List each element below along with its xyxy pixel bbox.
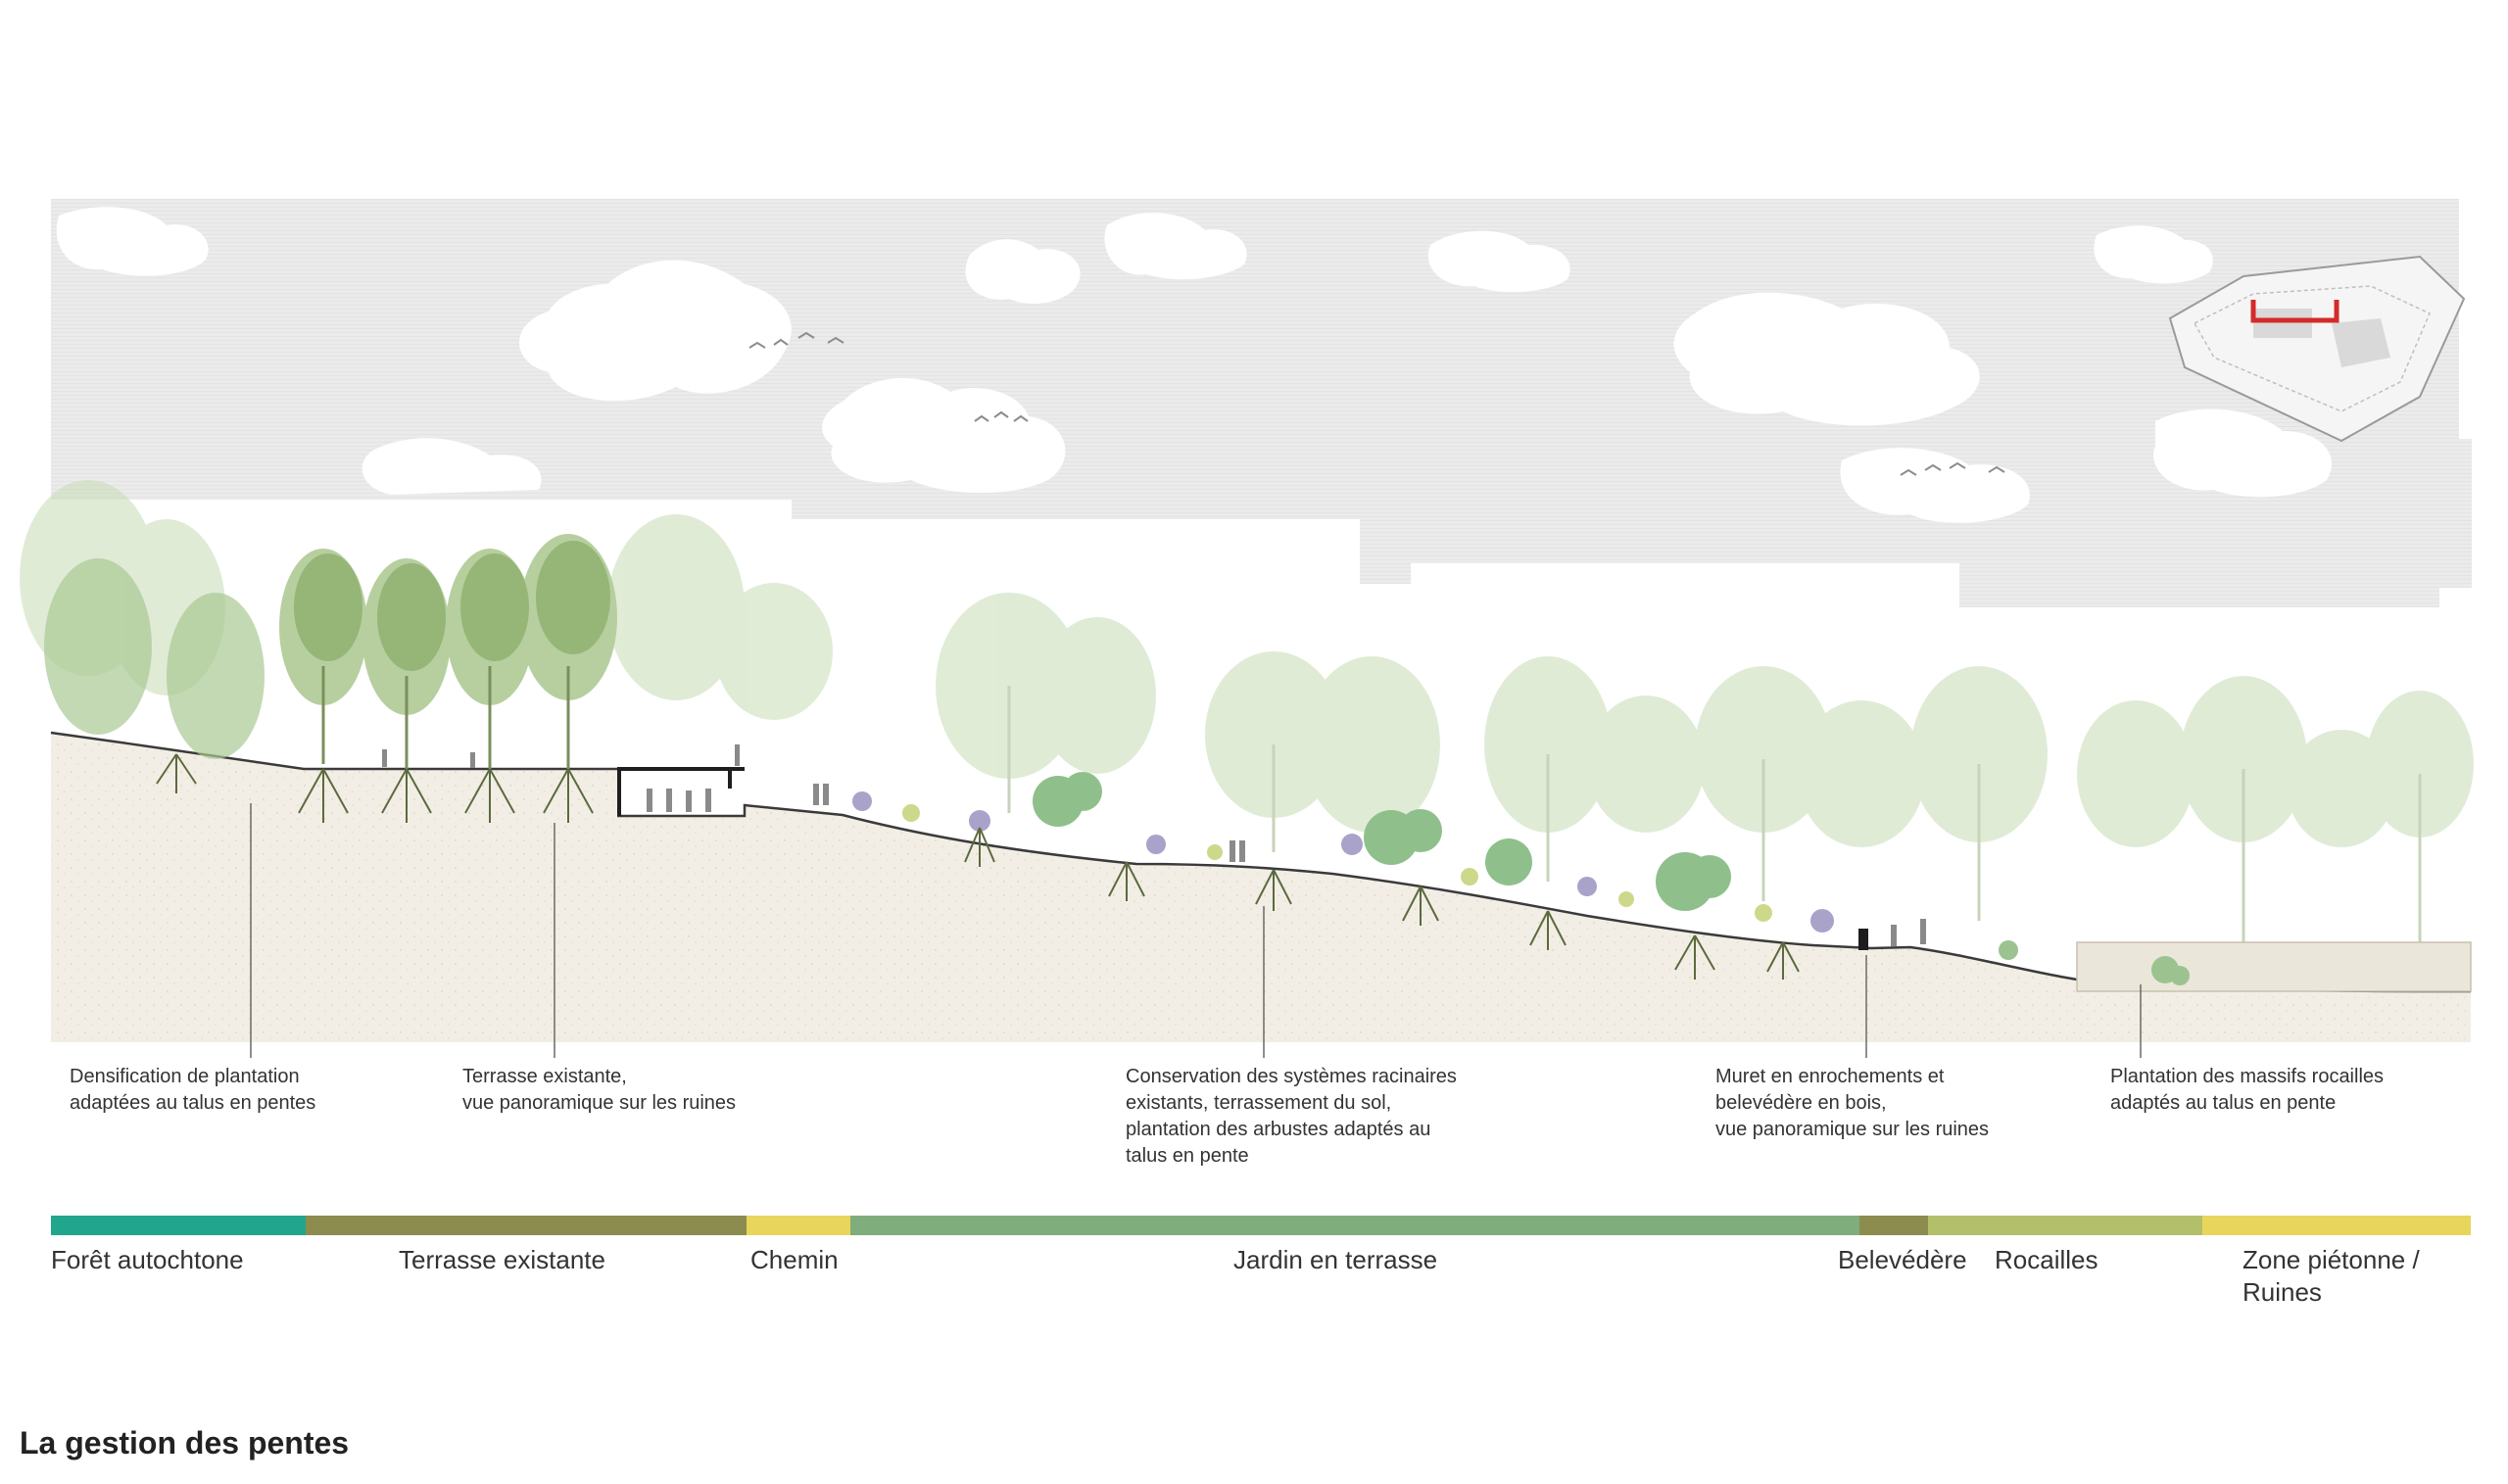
zone-bar-belvedere	[1859, 1216, 1928, 1235]
terrace-pergola	[617, 767, 745, 816]
zone-label-rocailles: Rocailles	[1995, 1245, 2098, 1274]
zone-label-jardin: Jardin en terrasse	[1233, 1245, 1438, 1274]
zone-label-terrasse: Terrasse existante	[399, 1245, 605, 1274]
annotation-densification: Densification de plantation adaptées au …	[70, 1066, 316, 1114]
key-map-section-marker	[2250, 300, 2339, 323]
terrace-trees	[279, 534, 617, 769]
people-silhouettes	[382, 744, 1926, 946]
zone-bar-terrasse	[306, 1216, 747, 1235]
sky-band	[51, 199, 2472, 607]
garden-shrubs	[852, 772, 2190, 985]
annotation-plantation: Plantation des massifs rocailles adaptés…	[2110, 1066, 2385, 1114]
cloud-shapes	[56, 207, 2332, 523]
root-systems	[156, 753, 1800, 980]
forest-trees	[44, 558, 265, 759]
page-title: La gestion des pentes	[20, 1425, 350, 1460]
key-map-inset	[2168, 255, 2466, 443]
zone-label-foret: Forêt autochtone	[51, 1245, 244, 1274]
background-trunks	[1007, 686, 2422, 955]
annotation-muret: Muret en enrochements et belevédère en b…	[1715, 1066, 1990, 1140]
zone-bars	[51, 1216, 2471, 1235]
leader-lines	[250, 803, 2142, 1058]
zone-bar-foret	[51, 1216, 306, 1235]
zone-bar-chemin	[747, 1216, 850, 1235]
zone-label-chemin: Chemin	[750, 1245, 839, 1274]
zone-bar-jardin	[850, 1216, 1859, 1235]
bird-flock-icon	[748, 331, 2005, 476]
zone-label-pietonne: Zone piétonne / Ruines	[2243, 1245, 2420, 1307]
zone-bar-pietonne	[2202, 1216, 2471, 1235]
zone-label-belvedere: Belevédère	[1838, 1245, 1967, 1274]
zone-bar-rocailles	[1928, 1216, 2202, 1235]
annotation-terrasse: Terrasse existante, vue panoramique sur …	[462, 1066, 737, 1114]
belvedere-wall	[1858, 929, 1868, 950]
ruins-wall	[2076, 941, 2472, 992]
annotation-conservation: Conservation des systèmes racinaires exi…	[1126, 1066, 1457, 1167]
